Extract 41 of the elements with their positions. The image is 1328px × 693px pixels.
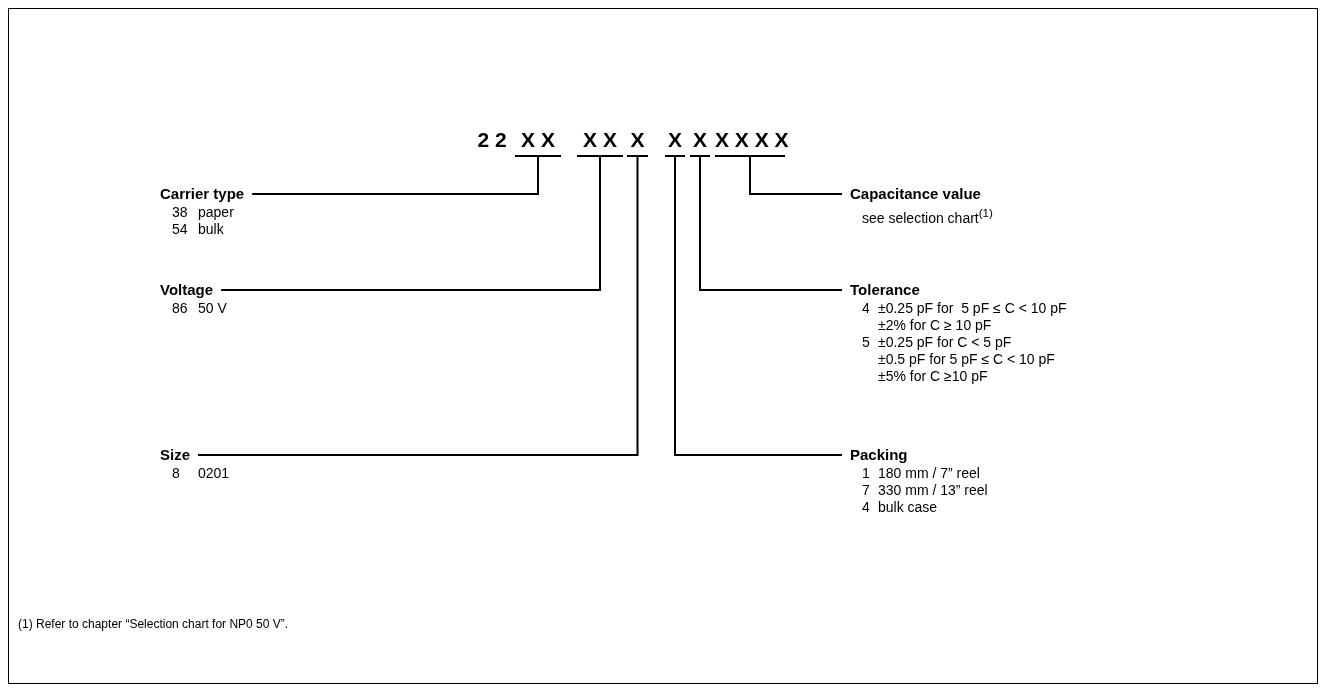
leader-line — [251, 156, 539, 195]
leader-line — [674, 156, 843, 456]
code-digit-group: X — [690, 128, 710, 157]
option-description: ±0.5 pF for 5 pF ≤ C < 10 pF — [878, 351, 1055, 368]
option-description: paper — [198, 204, 234, 221]
code-prefix: 2 2 — [476, 128, 508, 153]
option-description: bulk — [198, 221, 224, 238]
option-description: 50 V — [198, 300, 227, 317]
field-heading: Capacitance value — [850, 184, 981, 204]
option-description: see selection chart$^{(1)}$ — [862, 205, 993, 227]
option-description: ±0.25 pF for C < 5 pF — [878, 334, 1012, 351]
option-code: 4 — [861, 499, 871, 516]
code-digit-group: X X — [515, 128, 561, 157]
leader-line — [197, 156, 639, 456]
option-description: 330 mm / 13” reel — [878, 482, 988, 499]
field-heading: Size — [160, 445, 190, 465]
leader-line — [220, 156, 601, 291]
field-heading: Packing — [850, 445, 908, 465]
code-digit-group: X — [665, 128, 685, 157]
option-description: bulk case — [878, 499, 938, 516]
option-code: 8 — [171, 465, 181, 482]
option-description: ±5% for C ≥10 pF — [878, 368, 988, 385]
option-code: 7 — [861, 482, 871, 499]
code-digit-group: X X — [577, 128, 623, 157]
option-code: 54 — [171, 221, 189, 238]
option-code: 38 — [171, 204, 189, 221]
option-code: 5 — [861, 334, 871, 351]
option-description: 0201 — [198, 465, 230, 482]
option-description: ±2% for C ≥ 10 pF — [878, 317, 992, 334]
leader-line — [749, 156, 843, 195]
code-digit-group: X — [627, 128, 648, 157]
option-description: 180 mm / 7” reel — [878, 465, 980, 482]
field-heading: Carrier type — [160, 184, 245, 204]
field-heading: Voltage — [160, 280, 214, 300]
option-code: 4 — [861, 300, 871, 317]
footnote: (1) Refer to chapter “Selection chart for NP0 50 V”. — [18, 617, 289, 631]
leader-line — [699, 156, 843, 291]
option-description: ±0.25 pF for 5 pF ≤ C < 10 pF — [878, 300, 1067, 317]
field-heading: Tolerance — [850, 280, 920, 300]
option-code: 1 — [861, 465, 871, 482]
option-code: 86 — [171, 300, 189, 317]
